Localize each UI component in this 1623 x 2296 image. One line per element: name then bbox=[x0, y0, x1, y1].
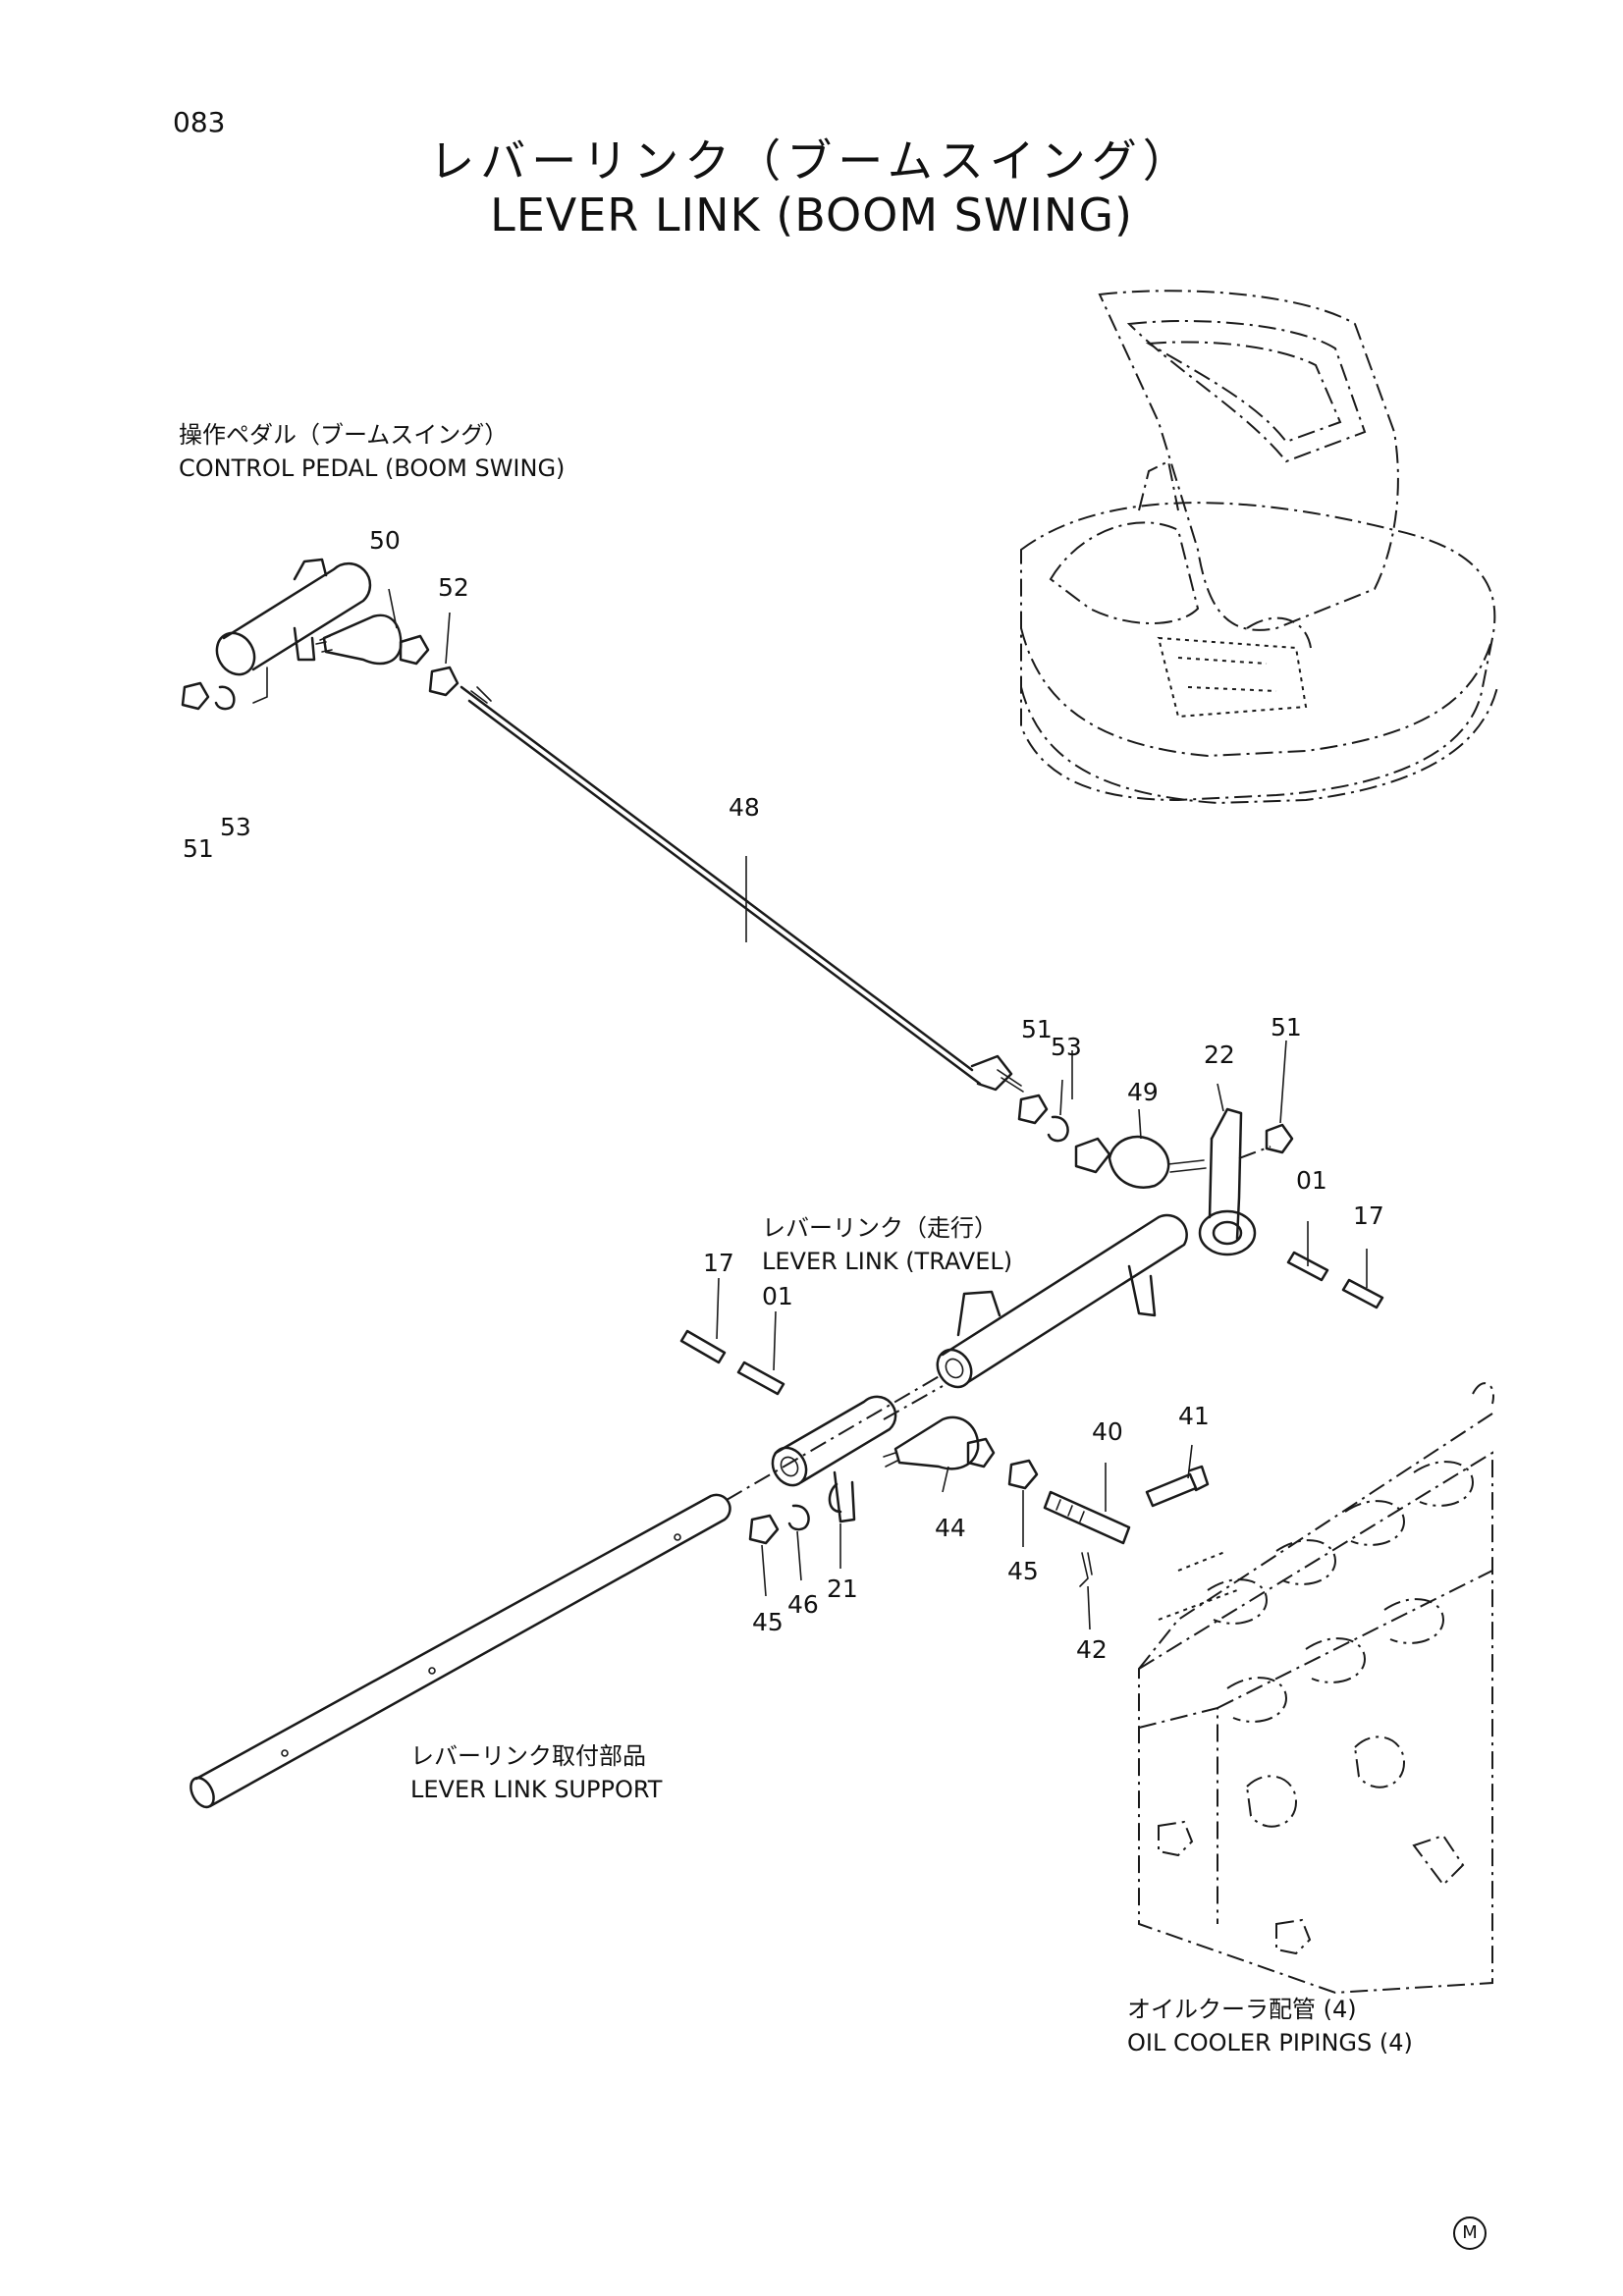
callout-21: 21 bbox=[827, 1575, 858, 1603]
left-pins bbox=[679, 1329, 785, 1396]
travel-lever-link bbox=[936, 1213, 1188, 1389]
label-support-en: LEVER LINK SUPPORT bbox=[410, 1776, 663, 1803]
callout-52: 52 bbox=[438, 573, 469, 602]
circled-m-mark: M bbox=[1453, 2216, 1487, 2250]
upper-lever-parts bbox=[1017, 1094, 1384, 1309]
callout-42: 42 bbox=[1076, 1635, 1108, 1664]
lever-link-support-shaft bbox=[189, 1373, 944, 1809]
callout-45-right: 45 bbox=[1007, 1557, 1039, 1585]
pedal-pivot-assembly bbox=[181, 558, 460, 711]
label-control-pedal-en: CONTROL PEDAL (BOOM SWING) bbox=[179, 454, 566, 482]
page-title-en: LEVER LINK (BOOM SWING) bbox=[490, 188, 1133, 241]
callout-40: 40 bbox=[1092, 1417, 1123, 1446]
callout-01-right: 01 bbox=[1296, 1166, 1327, 1195]
callout-46: 46 bbox=[787, 1590, 819, 1619]
callout-49: 49 bbox=[1127, 1078, 1159, 1106]
control-valve-illustration bbox=[1138, 1382, 1494, 1995]
callout-51-mid: 51 bbox=[1021, 1015, 1053, 1043]
callout-53-mid: 53 bbox=[1051, 1033, 1082, 1061]
callout-01-left: 01 bbox=[762, 1282, 793, 1310]
label-travel-link-en: LEVER LINK (TRAVEL) bbox=[762, 1248, 1013, 1275]
label-travel-link-jp: レバーリンク（走行） bbox=[762, 1214, 998, 1242]
leader-lines bbox=[388, 588, 1368, 1630]
lower-lever-parts bbox=[748, 1395, 1210, 1587]
callout-17-left: 17 bbox=[703, 1249, 734, 1277]
callout-41: 41 bbox=[1178, 1402, 1210, 1430]
callout-48: 48 bbox=[729, 793, 760, 822]
label-oil-cooler-en: OIL COOLER PIPINGS (4) bbox=[1127, 2029, 1413, 2056]
callout-22: 22 bbox=[1204, 1041, 1235, 1069]
label-oil-cooler-jp: オイルクーラ配管 (4) bbox=[1127, 1996, 1357, 2023]
callout-44: 44 bbox=[935, 1514, 966, 1542]
rod-48 bbox=[460, 685, 1024, 1093]
page-number: 083 bbox=[173, 106, 226, 138]
callout-51-right: 51 bbox=[1271, 1013, 1302, 1041]
callout-45-left: 45 bbox=[752, 1608, 784, 1636]
callout-17-right: 17 bbox=[1353, 1201, 1384, 1230]
callout-51: 51 bbox=[183, 834, 214, 863]
seat-console-illustration bbox=[1020, 290, 1498, 805]
label-control-pedal-jp: 操作ペダル（ブームスイング） bbox=[179, 421, 509, 449]
callout-53: 53 bbox=[220, 813, 251, 841]
page-title-jp: レバーリンク（ブームスイング） bbox=[429, 134, 1194, 187]
label-support-jp: レバーリンク取付部品 bbox=[410, 1742, 646, 1770]
callout-50: 50 bbox=[369, 526, 401, 555]
